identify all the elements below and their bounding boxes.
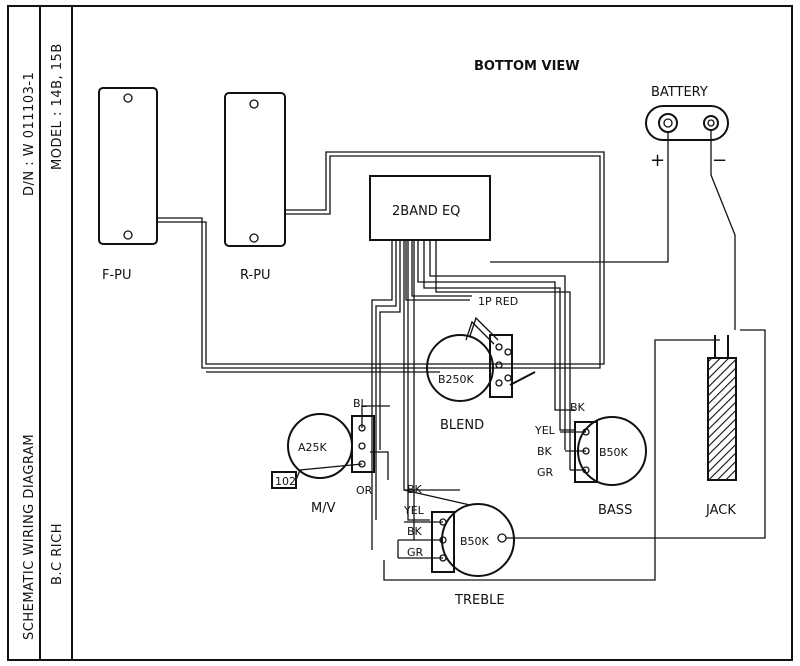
treble-wire-4: GR: [407, 546, 424, 559]
bass-wire-4: GR: [537, 466, 554, 479]
battery-plus: +: [650, 150, 665, 171]
treble-wire-2: YEL: [403, 504, 425, 517]
eq-wire-bundle: [371, 240, 575, 550]
bass-wire-1: BK: [570, 401, 586, 414]
capacitor-value: 102: [275, 475, 296, 488]
bass-label: BASS: [598, 503, 632, 518]
rear-pickup-label: R-PU: [240, 268, 271, 283]
battery-connector: [645, 105, 729, 141]
battery-minus-wire: [710, 130, 736, 330]
master-volume-wire-or: OR: [356, 484, 373, 497]
blend-pot-value: B250K: [438, 373, 475, 386]
output-jack: [707, 335, 737, 481]
pickup-wires: [157, 151, 605, 373]
bass-pot: [560, 416, 647, 486]
blend-label: BLEND: [440, 418, 484, 433]
capacitor-box: [271, 471, 297, 489]
front-pickup-label: F-PU: [102, 268, 132, 283]
master-volume-wire-bl: BL: [353, 397, 368, 410]
treble-pot-value: B50K: [460, 535, 490, 548]
eq-label: 2BAND EQ: [392, 204, 460, 219]
master-volume-pot: [287, 405, 390, 481]
battery-minus: −: [712, 150, 727, 171]
jack-label: JACK: [705, 503, 736, 518]
battery-label: BATTERY: [651, 85, 708, 100]
treble-wire-1: BK: [407, 483, 423, 496]
treble-label: TREBLE: [454, 593, 505, 608]
outer-frame: [7, 5, 793, 661]
bass-wire-2: YEL: [534, 424, 556, 437]
rear-pickup: [224, 92, 286, 247]
treble-pot: [397, 489, 515, 577]
bass-pot-value: B50K: [599, 446, 629, 459]
master-volume-value: A25K: [298, 441, 328, 454]
bass-wire-3: BK: [537, 445, 553, 458]
front-pickup: [98, 87, 158, 245]
blend-wire-label: 1P RED: [478, 295, 518, 308]
view-title: BOTTOM VIEW: [474, 59, 580, 74]
ground-wires: [383, 329, 766, 581]
blend-pot: [426, 316, 536, 402]
master-volume-label: M/V: [311, 501, 336, 516]
battery-plus-wire: [490, 132, 669, 263]
treble-wire-3: BK: [407, 525, 423, 538]
